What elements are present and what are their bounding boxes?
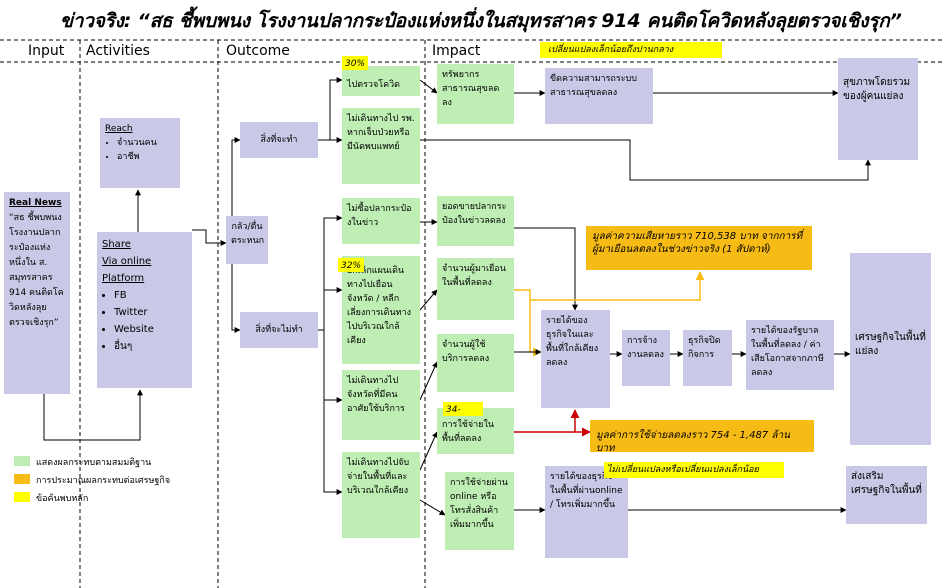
legend-label: แสดงผลกระทบตามสมมติฐาน [36,458,152,468]
real-news-box: Real News “สธ ชี้พบพนง โรงงานปลากระป๋องแ… [4,192,70,394]
share-item: Twitter [114,304,187,321]
real-news-text: “สธ ชี้พบพนง โรงงานปลากระป๋องแห่งหนึ่งใน… [9,213,64,328]
legend-label: ข้อค้นพบหลัก [36,494,89,504]
legend-swatch-orange [14,474,30,484]
impact-income: รายได้ของธุรกิจในและพื้นที่ใกล้เคียงลดลง [541,310,610,408]
outcome-good: สิ่งที่จะทำ [240,122,318,158]
impact-health-resources: ทรัพยากรสาธารณสุขลดลง [437,64,514,124]
outcome-bad: สิ่งที่จะไม่ทำ [240,312,318,348]
label-visitor-loss-value: มูลค่าความเสียหายราว 710,538 บาท จากการท… [586,226,812,270]
outcome-no-hospital: ไม่เดินทางไป รพ. หากเจ็บป่วยหรือมีนัดพบแ… [342,108,420,184]
label-moderate-change: เปลี่ยนแปลงเล็กน้อยถึงปานกลาง [540,42,722,58]
share-item: FB [114,287,187,304]
reach-item: อาชีพ [117,150,175,164]
column-header-input: Input [28,43,65,59]
impact-income-online: รายได้ของธุรกิจในพื้นที่ผ่านonline / โทร… [545,466,628,558]
share-title-line: Via online [102,256,152,267]
share-box: Share Via online Platform FB Twitter Web… [97,232,192,388]
real-news-title: Real News [9,198,62,208]
impact-closure: ธุรกิจปิดกิจการ [683,330,732,386]
label-minor-change: ไม่เปลี่ยนแปลงหรือเปลี่ยนแปลงเล็กน้อย [604,462,784,478]
label-34-67-percent: 34-67% [443,402,483,416]
share-title-line: Share [102,239,131,250]
share-title-line: Platform [102,273,145,284]
page-title: ข่าวจริง: “สธ ชี้พบพนง โรงงานปลากระป๋องแ… [60,10,902,32]
legend-label: การประมาณผลกระทบต่อเศรษฐกิจ [36,476,171,486]
impact-capacity: ขีดความสามารถระบบสาธารณสุขลดลง [545,68,653,124]
outcome-cancel-trip: ยกเลิกแผนเดินทางไปเยือนจังหวัด / หลีกเลี… [342,256,420,364]
outcome-no-buy-fish: ไม่ซื้อปลากระป๋องในข่าว [342,198,420,244]
column-header-activities: Activities [86,43,150,59]
share-item: Website [114,321,187,338]
outcome-no-shopping: ไม่เดินทางไปจับจ่ายในพื้นที่และบริเวณใกล… [342,452,420,538]
legend-item: แสดงผลกระทบตามสมมติฐาน [14,455,214,473]
impact-health: สุขภาพโดยรวมของผู้คนแย่ลง [838,58,918,160]
outcome-test-covid: ไปตรวจโควิด [342,66,420,96]
legend: แสดงผลกระทบตามสมมติฐาน การประมาณผลกระทบต… [14,455,214,515]
impact-visitors: จำนวนผู้มาเยือนในพื้นที่ลดลง [437,258,514,320]
reach-box: Reach จำนวนคน อาชีพ [100,118,180,188]
impact-customers: จำนวนผู้ใช้บริการลดลง [437,334,514,392]
column-header-outcome: Outcome [226,43,290,59]
reach-item: จำนวนคน [117,136,175,150]
legend-item: ข้อค้นพบหลัก [14,491,214,509]
column-header-impact: Impact [432,43,481,59]
legend-swatch-yellow [14,492,30,502]
impact-online: การใช้จ่ายผ่าน online หรือโทรสั่งสินค้าเ… [445,472,514,550]
impact-fish-sales: ยอดขายปลากระป๋องในข่าวลดลง [437,196,514,246]
outcome-no-province: ไม่เดินทางไปจังหวัดที่มีคนอาศัยใช้บริการ [342,370,420,440]
label-spending-loss-value: มูลค่าการใช้จ่ายลดลงราว 754 - 1,487 ล้าน… [590,420,814,452]
legend-swatch-green [14,456,30,466]
outcome-fear: กลัว/ตื่นตระหนก [226,216,268,264]
reach-title: Reach [105,124,133,134]
share-item: อื่นๆ [114,338,187,355]
impact-employment: การจ้างงานลดลง [622,330,670,386]
impact-promote: ส่งเสริมเศรษฐกิจในพื้นที่ [846,466,927,524]
label-32-percent: 32% [338,258,364,272]
label-30-percent: 30% [342,56,368,70]
impact-economy: เศรษฐกิจในพื้นที่แย่ลง [850,253,931,445]
legend-item: การประมาณผลกระทบต่อเศรษฐกิจ [14,473,214,491]
impact-tax: รายได้ของรัฐบาลในพื้นที่ลดลง / ค่าเสียโอ… [746,320,834,390]
